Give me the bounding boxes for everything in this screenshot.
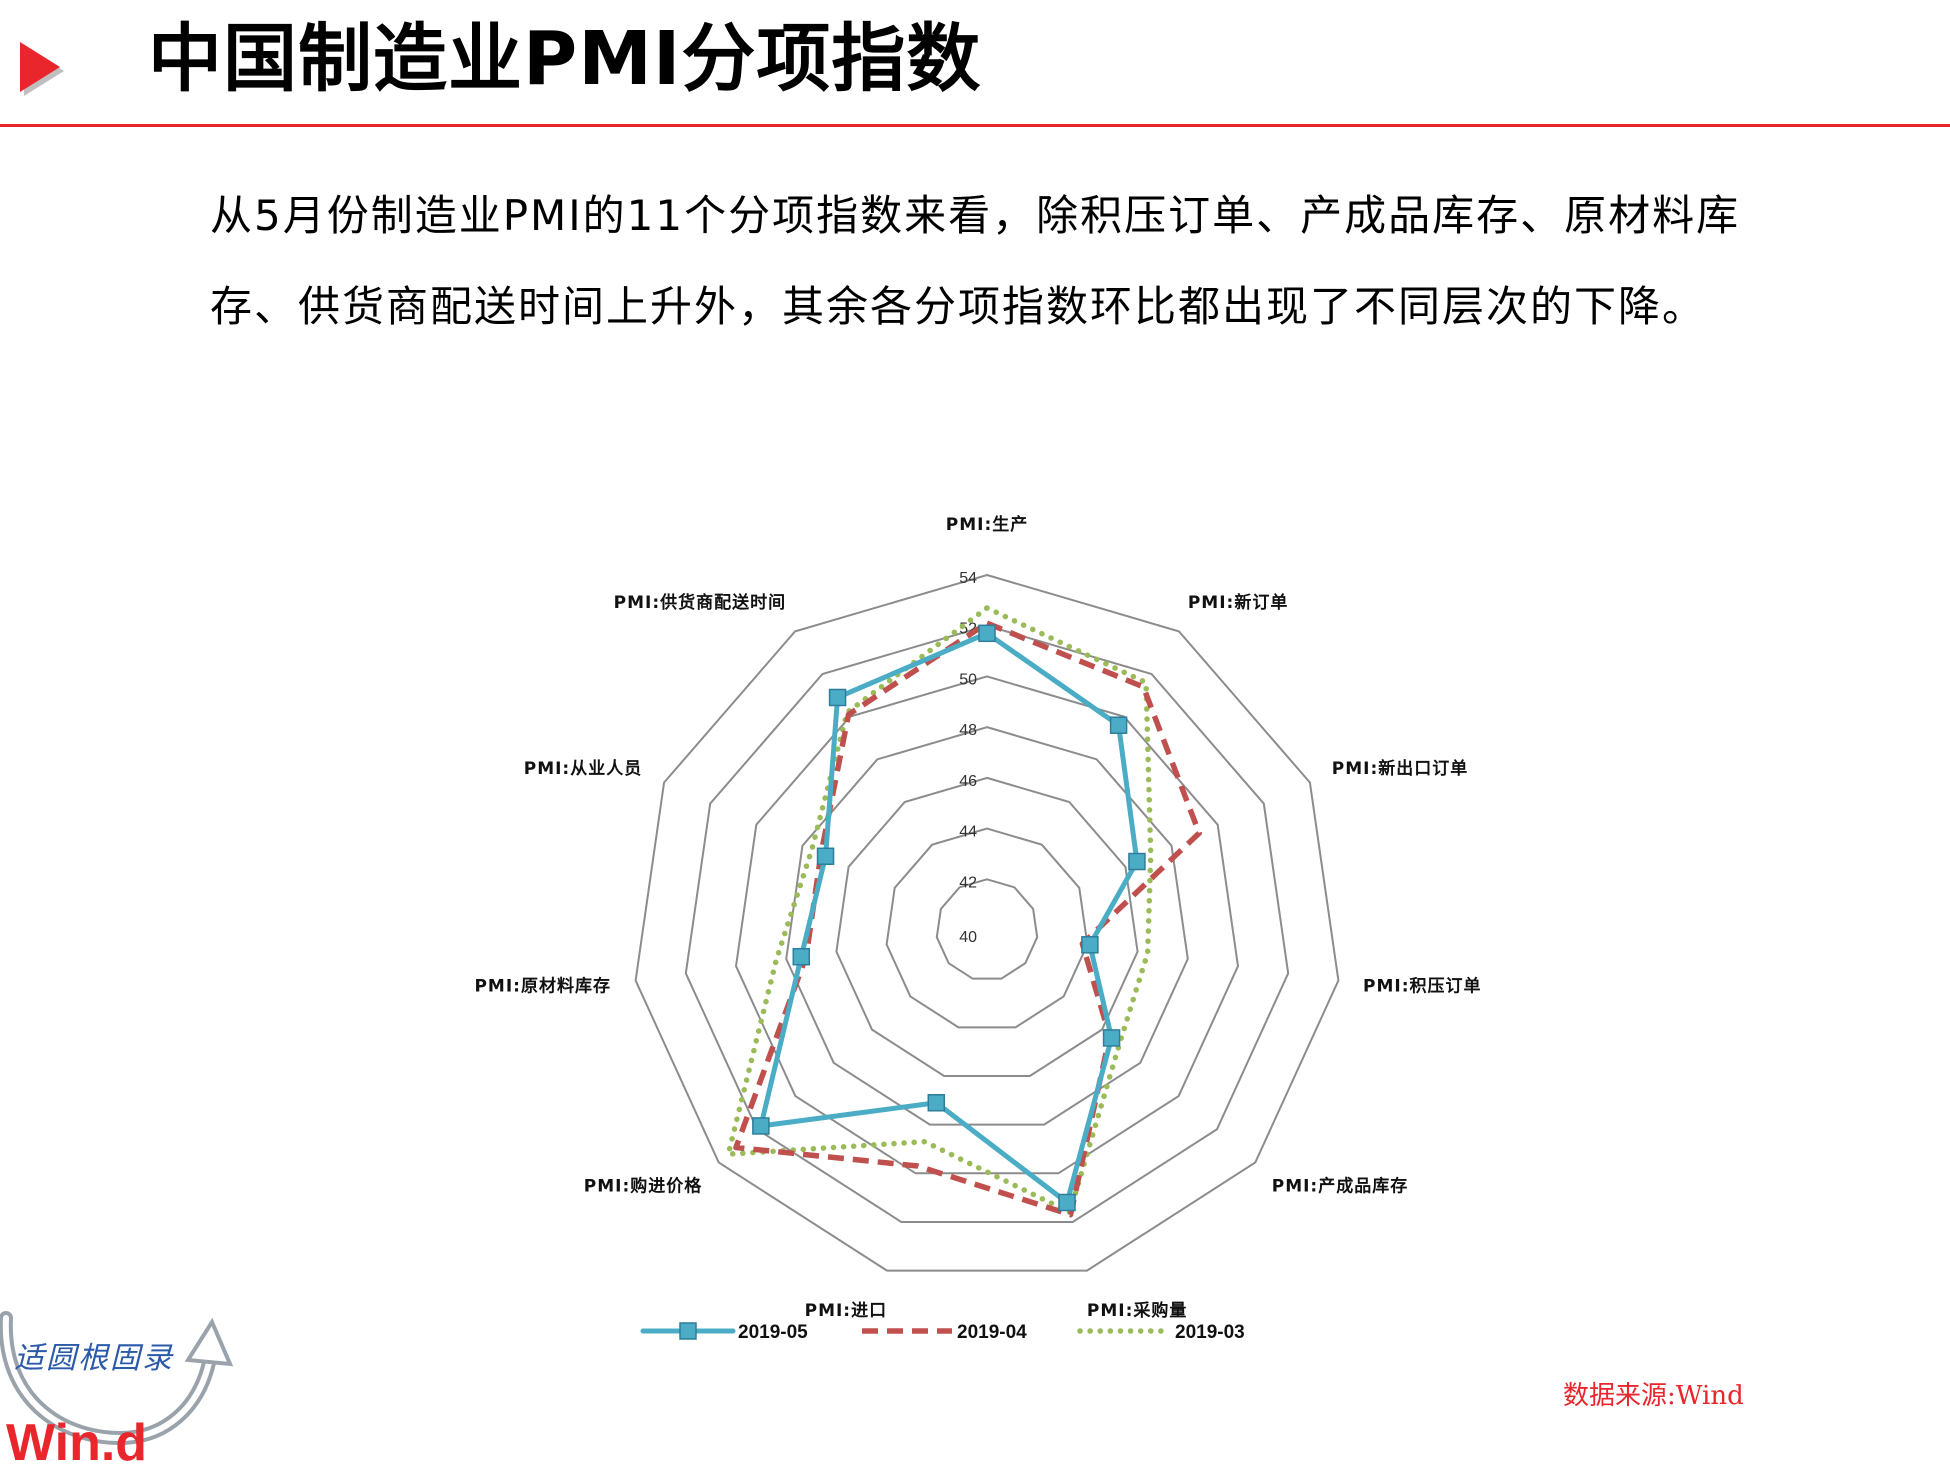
data-point-marker: [1102, 1029, 1121, 1047]
radar-grid-ring: [634, 573, 1340, 1272]
data-source-note: 数据来源:Wind: [1563, 1381, 1744, 1411]
data-point-marker: [1081, 936, 1099, 954]
summary-paragraph: 从5月份制造业PMI的11个分项指数来看，除积压订单、产成品库存、原材料库存、供…: [210, 191, 1741, 331]
wind-logo-text: Win.d: [6, 1414, 147, 1468]
radar-axis-label: PMI:积压订单: [1363, 976, 1482, 997]
radar-series: [725, 605, 1202, 1218]
radar-axis-label: PMI:供货商配送时间: [614, 592, 787, 613]
radar-tick-label: 46: [959, 773, 977, 790]
radar-axis-label: PMI:新出口订单: [1332, 758, 1469, 779]
series-line-2019-05: [758, 630, 1140, 1205]
data-point-marker: [1128, 852, 1146, 871]
data-point-marker: [1109, 716, 1128, 734]
legend-label: 2019-05: [738, 1322, 808, 1343]
radar-axis-label: PMI:从业人员: [524, 759, 643, 779]
radar-grid-ring: [835, 776, 1139, 1077]
radar-tick-label: 48: [959, 722, 977, 739]
radar-axis-label: PMI:采购量: [1087, 1300, 1188, 1321]
radar-grid-ring: [935, 878, 1039, 980]
title-divider: [0, 124, 1950, 127]
radar-grid-ring: [684, 624, 1290, 1223]
radar-tick-label: 40: [959, 929, 977, 946]
radar-axis-label: PMI:生产: [946, 514, 1029, 535]
wind-logo-script: 适圆根固录: [14, 1341, 174, 1376]
radar-axis-label: PMI:进口: [805, 1301, 888, 1321]
data-point-marker: [752, 1117, 770, 1135]
radar-tick-label: 54: [959, 570, 977, 587]
radar-grid-ring: [785, 726, 1189, 1126]
data-point-marker: [828, 688, 847, 707]
radar-tick-label: 44: [959, 824, 977, 841]
series-line-2019-03: [725, 605, 1154, 1215]
radar-grid: [634, 573, 1340, 1272]
title-triangle-icon: [20, 42, 64, 96]
legend-marker: [679, 1322, 697, 1340]
radar-grid-ring: [885, 827, 1089, 1029]
radar-tick-label: 42: [959, 874, 977, 891]
legend-label: 2019-04: [957, 1322, 1027, 1343]
radar-axis-labels: PMI:生产 PMI:新订单 PMI:新出口订单 PMI:积压订单 PMI:产成品库存 P…: [474, 514, 1482, 1321]
data-point-marker: [927, 1093, 946, 1112]
radar-axis-label: PMI:购进价格: [584, 1175, 703, 1196]
radar-tick-label: 50: [959, 671, 977, 688]
radar-axis-label: PMI:产成品库存: [1272, 1175, 1409, 1196]
wind-logo: 适圆根固录 Win.d: [0, 1311, 234, 1468]
data-point-marker: [1058, 1193, 1076, 1212]
chart-legend: 2019-05 2019-04 2019-03: [640, 1322, 1245, 1343]
legend-label: 2019-03: [1175, 1322, 1245, 1343]
data-point-marker: [816, 847, 835, 866]
radar-axis-label: PMI:原材料库存: [474, 976, 611, 997]
radar-axis-label: PMI:新订单: [1188, 592, 1289, 613]
data-point-marker: [978, 624, 996, 643]
data-point-marker: [792, 947, 811, 966]
slide-title: 中国制造业PMI分项指数: [148, 16, 982, 102]
